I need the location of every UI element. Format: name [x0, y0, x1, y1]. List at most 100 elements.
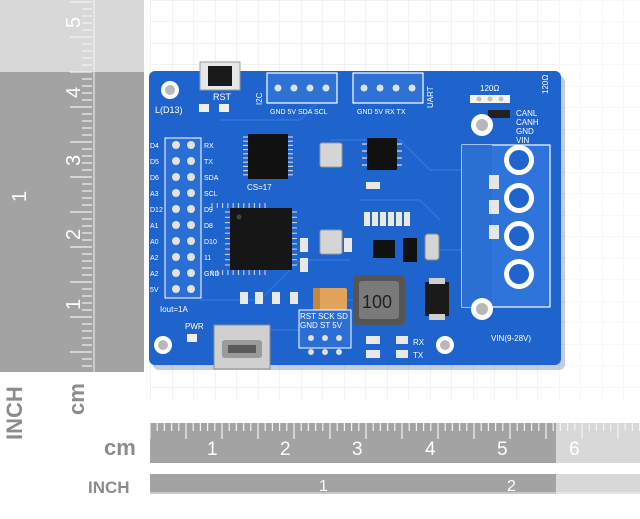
right-header-label: 11: [204, 255, 211, 262]
vertical-cm-label: cm: [64, 383, 89, 415]
icsp-header: [298, 309, 352, 355]
horizontal-cm-tick-label: 6: [569, 439, 580, 460]
horizontal-cm-tick-label: 4: [425, 439, 436, 460]
horizontal-inch-tick-label: 2: [507, 478, 516, 495]
can-transceiver-chip: [362, 138, 402, 170]
left-header-label: A0: [150, 239, 159, 246]
left-header-label: D4: [150, 143, 159, 150]
rx-label: RX: [413, 338, 425, 347]
left-header-label: D6: [150, 175, 159, 182]
vertical-cm-tick-label: 1: [63, 299, 85, 310]
icsp-top-labels: RST SCK SD: [300, 312, 348, 321]
mounting-hole: [436, 336, 454, 354]
uart-label: UART: [426, 86, 435, 108]
cs-label: CS=17: [247, 183, 272, 192]
tantalum-capacitor: [313, 288, 347, 310]
header-pin: [187, 237, 195, 245]
vin-range-label: VIN(9-28V): [491, 334, 531, 343]
voltage-regulator: [373, 238, 417, 262]
horizontal-cm-tick-label: 1: [207, 439, 218, 460]
header-pin: [187, 285, 195, 293]
left-header-label: A1: [150, 223, 159, 230]
vertical-cm-tick-label: 4: [63, 87, 85, 98]
header-pin: [172, 237, 180, 245]
horizontal-inch-ruler: [150, 474, 640, 494]
header-pin: [172, 269, 180, 277]
rst-label: RST: [213, 92, 232, 102]
vertical-cm-tick-label: 2: [63, 229, 85, 240]
led-label: L(D13): [155, 105, 183, 115]
right-header-label: D10: [204, 239, 217, 246]
icsp-bottom-labels: GND ST 5V: [300, 321, 343, 330]
header-pin: [172, 157, 180, 165]
header-pin: [187, 221, 195, 229]
right-header-label: D8: [204, 223, 213, 230]
led-d13: [199, 104, 209, 112]
header-pin: [187, 269, 195, 277]
termination-jumper: [470, 95, 510, 103]
pwr-led: [187, 334, 197, 342]
left-header-label: A3: [150, 191, 159, 198]
header-pin: [187, 141, 195, 149]
mounting-hole: [161, 81, 179, 99]
i2c-pin-labels: GND 5V SDA SCL: [270, 109, 328, 116]
right-header-label: D9: [204, 207, 213, 214]
canh-label: CANH: [516, 118, 539, 127]
vertical-cm-ruler: [0, 0, 92, 372]
header-pin: [172, 253, 180, 261]
mounting-hole-inner: [476, 119, 488, 131]
can-controller-chip: [243, 134, 293, 179]
header-pin: [172, 285, 180, 293]
grid-background-fade: [555, 0, 640, 400]
left-header-label: A2: [150, 255, 159, 262]
uart-connector: [352, 72, 424, 104]
power-inductor: [353, 275, 405, 325]
header-pin: [187, 205, 195, 213]
header-pin: [172, 205, 180, 213]
uart-pin-labels: GND 5V RX TX: [357, 109, 406, 116]
reset-button[interactable]: [199, 61, 241, 91]
inductor-label: 100: [362, 292, 392, 312]
r120-side-label: 120Ω: [541, 75, 550, 94]
horizontal-cm-ruler: [149, 423, 640, 463]
vertical-inch-tick-label: 1: [9, 191, 31, 202]
horizontal-cm-label: cm: [104, 435, 136, 460]
pwr-label: PWR: [185, 322, 204, 331]
header-pin: [187, 189, 195, 197]
vertical-inch-label: INCH: [2, 386, 27, 440]
left-header-label: 5V: [150, 287, 159, 294]
right-header-label: TX: [204, 159, 213, 166]
header-pin: [172, 141, 180, 149]
header-pin: [172, 173, 180, 181]
mounting-hole: [154, 336, 172, 354]
crystal-2: [319, 229, 343, 255]
gnd-label: GND: [516, 127, 534, 136]
microcontroller-chip: [211, 203, 297, 275]
i2c-connector: [266, 72, 338, 104]
resistor-120: [488, 110, 510, 118]
crystal: [319, 142, 343, 168]
right-header-label: RX: [204, 143, 214, 150]
diode: [425, 278, 449, 320]
vertical-cm-tick-label: 3: [63, 155, 85, 166]
vertical-cm-tick-label: 5: [63, 17, 85, 28]
tantalum-capacitor-band: [313, 288, 320, 310]
header-pin: [187, 253, 195, 261]
smd-components: [240, 182, 410, 358]
header-pin: [187, 157, 195, 165]
micro-usb-port[interactable]: [213, 324, 271, 370]
header-pin: [187, 173, 195, 181]
can-terminal-block: [461, 144, 551, 308]
canl-label: CANL: [516, 109, 538, 118]
vertical-inch-ruler: [92, 0, 144, 372]
iout-label: Iout=1A: [160, 305, 188, 314]
horizontal-cm-tick-label: 2: [280, 439, 291, 460]
left-header-label: D12: [150, 207, 163, 214]
header-pin: [172, 221, 180, 229]
horizontal-cm-tick-label: 5: [497, 439, 508, 460]
left-header-label: D5: [150, 159, 159, 166]
tx-label: TX: [413, 351, 424, 360]
capacitor: [424, 233, 440, 261]
horizontal-cm-tick-label: 3: [352, 439, 363, 460]
